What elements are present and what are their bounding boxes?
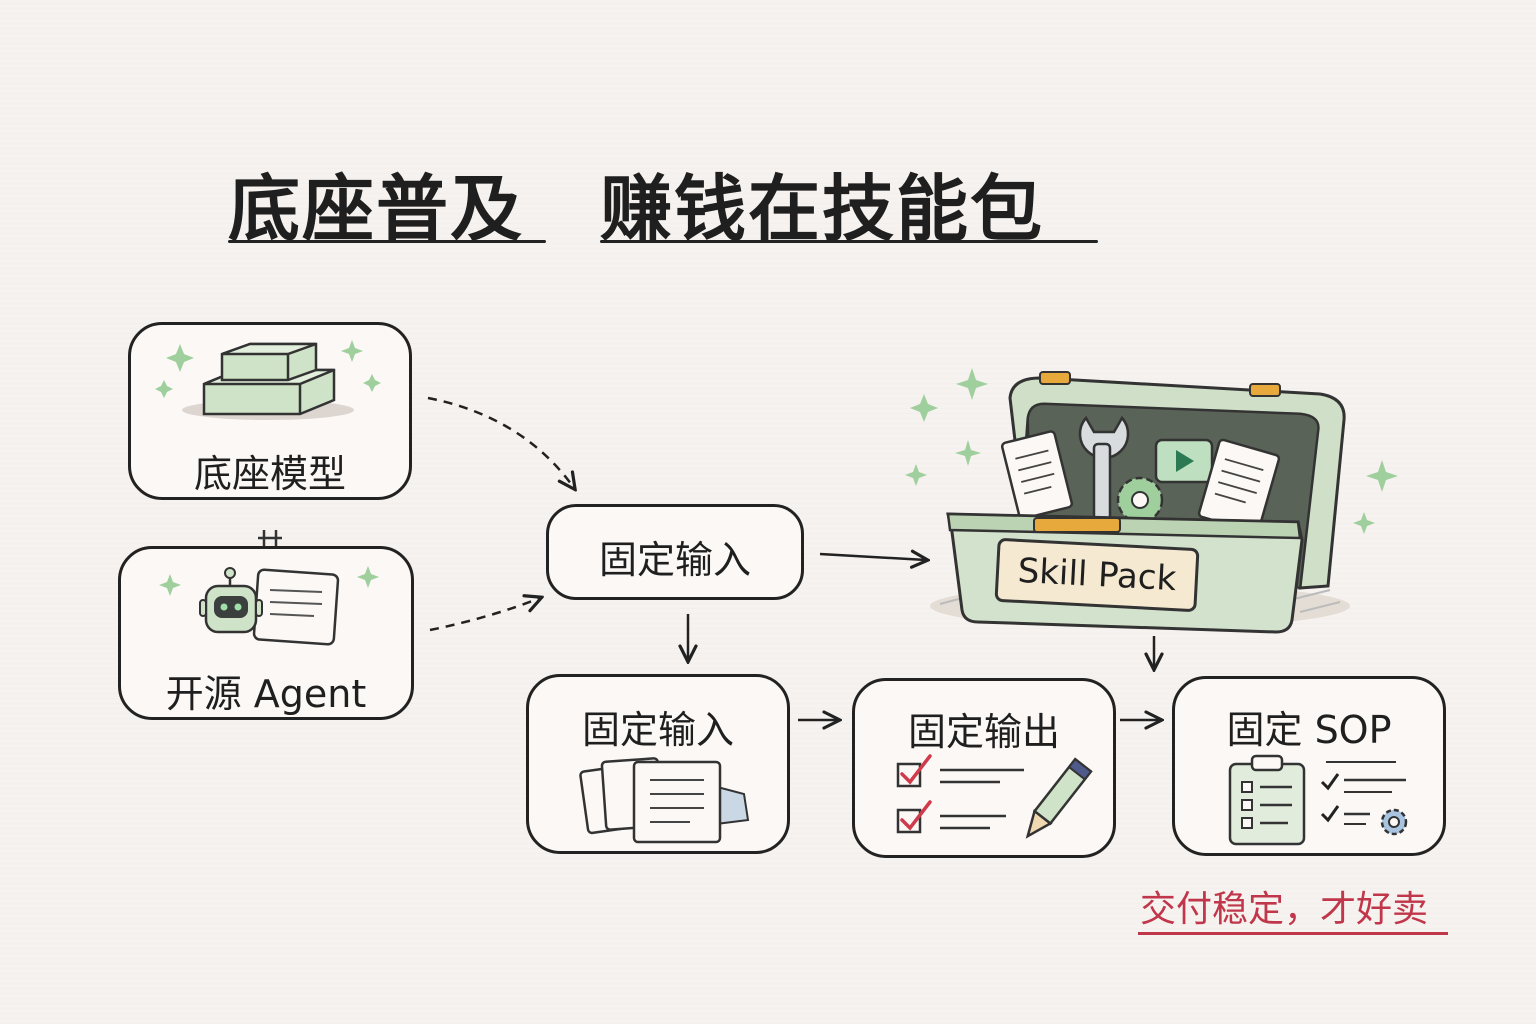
- sparkle-icon: [905, 368, 1398, 534]
- node-open-agent-label: 开源 Agent: [165, 672, 367, 716]
- node-base-model: 底座模型: [128, 322, 412, 500]
- arrow-base-to-input: [427, 396, 574, 488]
- slogan: 交付稳定，才好卖: [1140, 889, 1429, 930]
- title-part1: 底座普及: [228, 167, 525, 251]
- node-fixed-input: 固定输入: [526, 674, 790, 854]
- node-fixed-input-top: 固定输入: [546, 504, 804, 600]
- node-fixed-sop-label: 固定 SOP: [1226, 708, 1392, 752]
- node-fixed-input-label: 固定输入: [581, 708, 734, 752]
- node-base-model-label: 底座模型: [193, 452, 346, 496]
- title-part2: 赚钱在技能包: [600, 167, 1045, 251]
- arrow-input-to-toolbox: [819, 554, 926, 560]
- node-fixed-input-top-label: 固定输入: [598, 538, 751, 582]
- node-fixed-output: 固定输出: [852, 678, 1116, 858]
- node-fixed-output-label: 固定输出: [907, 710, 1060, 754]
- skill-pack-label: Skill Pack: [994, 537, 1200, 613]
- arrow-agent-to-input: [429, 598, 540, 632]
- node-open-agent: 开源 Agent: [118, 546, 414, 720]
- title-underline-2: [600, 240, 1098, 243]
- slogan-underline: [1138, 932, 1448, 935]
- title-underline-1: [228, 240, 546, 243]
- node-fixed-sop: 固定 SOP: [1172, 676, 1446, 856]
